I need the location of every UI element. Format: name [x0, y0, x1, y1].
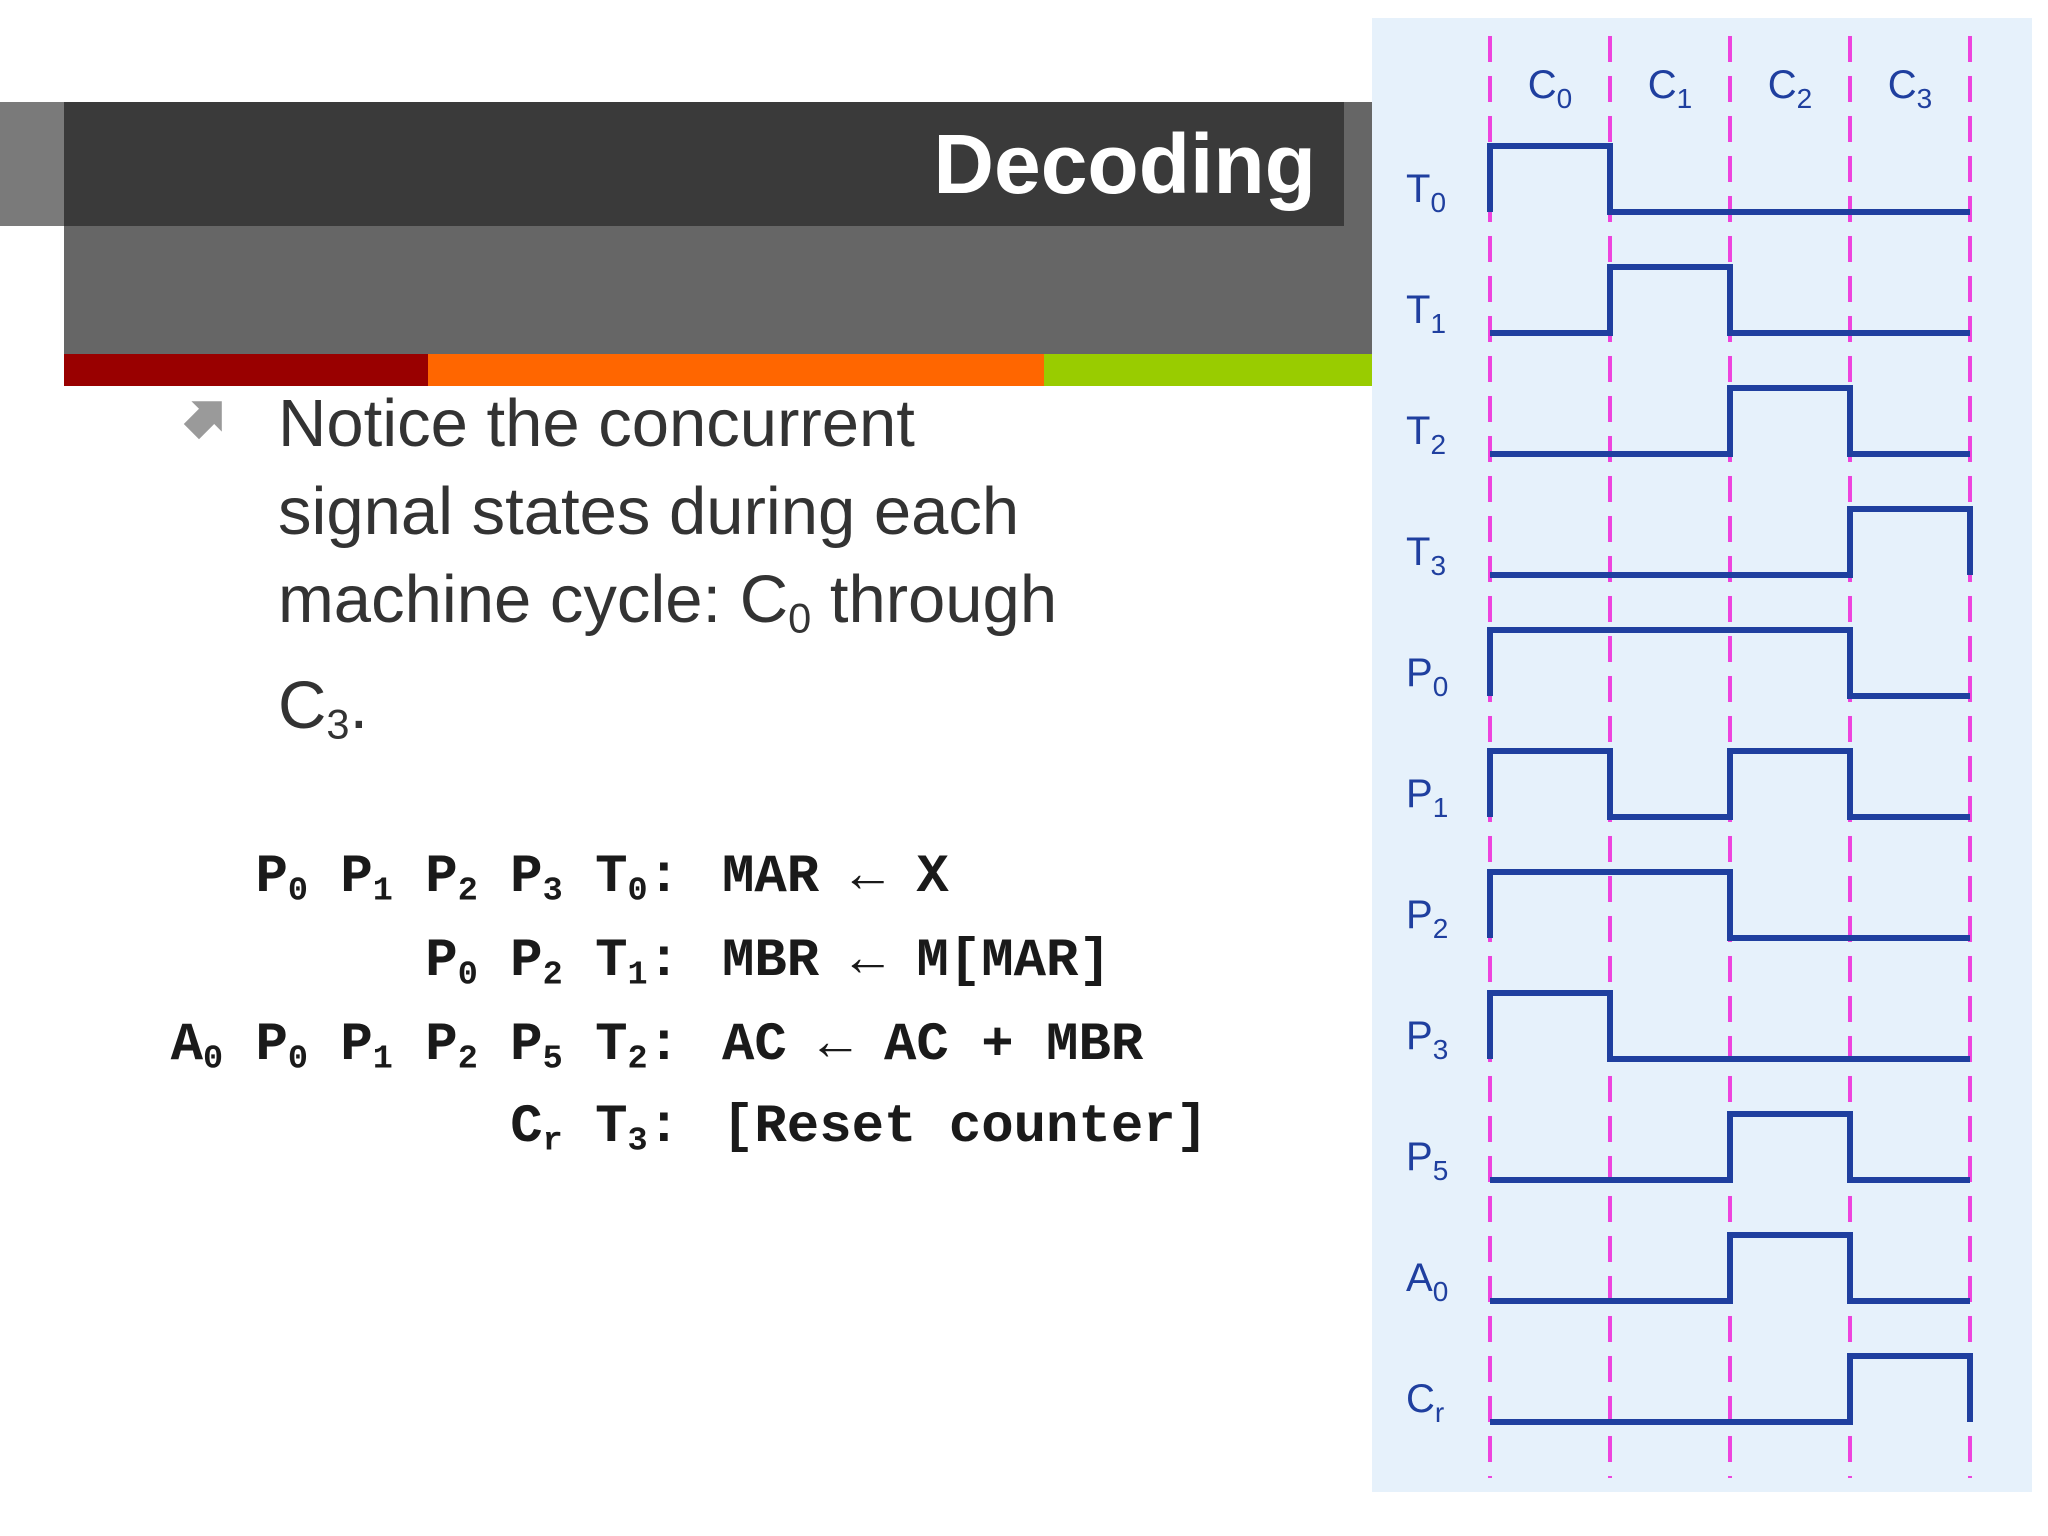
signal-subscript: 2 — [627, 1040, 648, 1079]
bullet-text-segment: . — [349, 668, 369, 744]
signal-waveform — [1490, 1232, 1970, 1304]
signal-label: T2 — [1406, 409, 1446, 460]
signal-waveform — [1490, 385, 1970, 457]
bullet-line: C3. — [278, 662, 1198, 768]
signal-subscript: 0 — [287, 872, 308, 911]
signal-waveform — [1490, 506, 1973, 578]
cycle-label: C0 — [1528, 63, 1572, 114]
signal-name: P — [477, 847, 543, 908]
signal-waveform — [1490, 1111, 1970, 1183]
accent-stripe-orange — [428, 354, 1044, 386]
signal-name: T — [562, 847, 628, 908]
signal-label: P1 — [1406, 772, 1448, 823]
signal-waveform — [1490, 1353, 1973, 1425]
signal-subscript: r — [542, 1122, 563, 1161]
register-transfer: [Reset counter] — [722, 1097, 1209, 1158]
colon: : — [647, 1097, 680, 1158]
control-signals: A0 P0 P1 P2 P5 T2: — [171, 1006, 680, 1099]
signal-label: A0 — [1406, 1256, 1448, 1307]
register-transfer: MBR ← M[MAR] — [722, 931, 1111, 992]
signal-subscript: 1 — [627, 956, 648, 995]
signal-name: A — [170, 1015, 203, 1076]
register-transfer: MAR ← X — [722, 847, 949, 908]
bullet-line: machine cycle: C0 through — [278, 556, 1198, 662]
signal-waveform — [1487, 627, 1970, 699]
control-signals: P0 P2 T1: — [425, 922, 680, 1015]
signal-subscript: 2 — [457, 872, 478, 911]
subscript: 3 — [326, 700, 350, 748]
signal-subscript: 1 — [372, 1040, 393, 1079]
bullet-line: Notice the concurrent — [278, 386, 915, 461]
signal-subscript: 0 — [287, 1040, 308, 1079]
signal-name: T — [562, 1015, 628, 1076]
microoperation-row: P0 P2 T1:MBR ← M[MAR] — [0, 922, 1360, 1002]
signal-name: P — [307, 847, 373, 908]
signal-subscript: 0 — [202, 1040, 224, 1079]
microoperation-row: P0 P1 P2 P3 T0:MAR ← X — [0, 838, 1360, 918]
cycle-label: C2 — [1768, 63, 1812, 114]
cycle-label: C3 — [1888, 63, 1932, 114]
header-band-left — [0, 102, 64, 226]
bullet-text-segment: through — [811, 562, 1058, 637]
microoperation-row: Cr T3: [Reset counter] — [0, 1088, 1360, 1168]
signal-subscript: 5 — [542, 1040, 563, 1079]
signal-subscript: 3 — [542, 872, 563, 911]
control-signals: Cr T3: — [510, 1088, 680, 1181]
colon: : — [647, 847, 680, 908]
subscript: 0 — [788, 594, 812, 642]
signal-name: P — [255, 847, 288, 908]
signal-label: P3 — [1406, 1014, 1448, 1065]
signal-name: P — [392, 847, 458, 908]
signal-waveform — [1487, 990, 1970, 1062]
signal-name: P — [477, 1015, 543, 1076]
signal-label: P2 — [1406, 893, 1448, 944]
cycle-label: C1 — [1648, 63, 1692, 114]
signal-subscript: 1 — [372, 872, 393, 911]
microoperation-row: A0 P0 P1 P2 P5 T2:AC ← AC + MBR — [0, 1006, 1360, 1086]
signal-label: T1 — [1406, 288, 1446, 339]
signal-name: P — [307, 1015, 373, 1076]
signal-waveform — [1487, 143, 1970, 215]
accent-stripe-red — [64, 354, 428, 386]
signal-label: Cr — [1406, 1377, 1444, 1428]
signal-name: T — [562, 1097, 628, 1158]
signal-name: P — [477, 931, 543, 992]
signal-name: T — [562, 931, 628, 992]
colon: : — [647, 931, 680, 992]
register-transfer: AC ← AC + MBR — [722, 1015, 1144, 1076]
signal-label: T0 — [1406, 167, 1446, 218]
signal-name: P — [425, 931, 458, 992]
signal-waveform — [1487, 869, 1970, 941]
signal-subscript: 2 — [457, 1040, 478, 1079]
signal-subscript: 0 — [457, 956, 478, 995]
bullet-text-segment: C — [278, 668, 327, 744]
signal-subscript: 3 — [627, 1122, 648, 1161]
bullet-line: signal states during each — [278, 474, 1020, 549]
signal-name: C — [510, 1097, 543, 1158]
signal-subscript: 2 — [542, 956, 563, 995]
signal-label: T3 — [1406, 530, 1446, 581]
title-bar: Decoding — [64, 102, 1344, 226]
bullet-text: Notice the concurrent signal states duri… — [278, 380, 1198, 769]
colon: : — [647, 1015, 680, 1076]
signal-name: P — [392, 1015, 458, 1076]
signal-label: P5 — [1406, 1135, 1448, 1186]
bullet-text-segment: machine cycle: C — [278, 562, 789, 637]
control-signals: P0 P1 P2 P3 T0: — [255, 838, 680, 931]
arrow-up-right-icon — [178, 392, 234, 448]
signal-label: P0 — [1406, 651, 1448, 702]
signal-waveform — [1490, 264, 1970, 336]
signal-subscript: 0 — [627, 872, 648, 911]
signal-waveform — [1487, 748, 1970, 820]
accent-stripe-green — [1044, 354, 1372, 386]
slide-title: Decoding — [933, 116, 1316, 211]
signal-name: P — [223, 1015, 288, 1076]
